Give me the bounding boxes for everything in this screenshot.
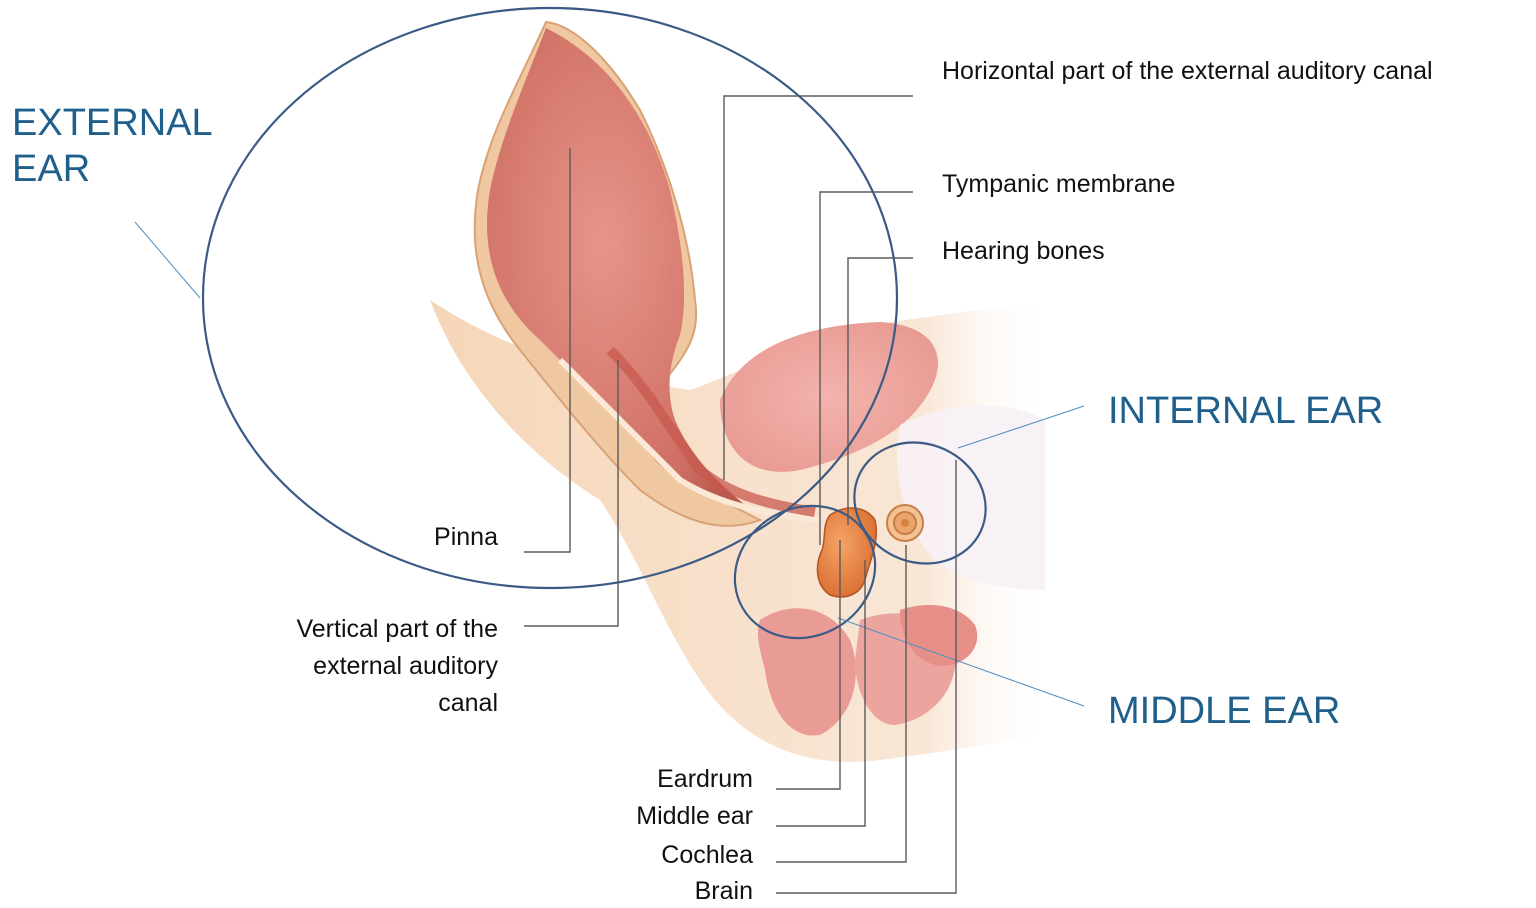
cochlea-shell [887,505,923,541]
label-middle-ear: Middle ear [560,801,753,831]
label-cochlea: Cochlea [560,840,753,870]
label-pinna: Pinna [400,522,498,552]
internal-ear-region-label: INTERNAL EAR [1108,388,1383,434]
label-vertical-canal-line-1: Vertical part of the [238,611,498,648]
label-vertical-canal-line-3: canal [238,685,498,722]
external-ear-label-line-1: EXTERNAL [12,100,213,146]
label-hearing-bones: Hearing bones [942,236,1105,266]
external-ear-label-line-2: EAR [12,146,213,192]
label-tympanic-membrane: Tympanic membrane [942,169,1175,199]
label-eardrum: Eardrum [560,764,753,794]
label-vertical-canal-line-2: external auditory [238,648,498,685]
label-vertical-canal: Vertical part of the external auditory c… [238,611,498,722]
middle-ear-region-label: MIDDLE EAR [1108,688,1340,734]
external-ear-pointer [135,222,200,298]
label-horizontal-canal: Horizontal part of the external auditory… [942,56,1433,86]
label-brain: Brain [560,876,753,906]
external-ear-region-label: EXTERNAL EAR [12,100,213,192]
